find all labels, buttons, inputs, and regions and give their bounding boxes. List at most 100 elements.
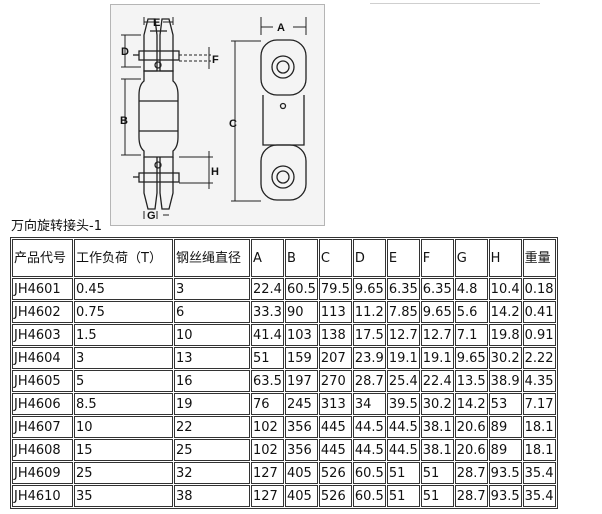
cell-dim-d: 44.5 <box>352 416 386 438</box>
cell-dim-b: 197 <box>284 370 318 392</box>
cell-dim-a: 51 <box>251 347 284 369</box>
cell-dim-c: 526 <box>318 462 352 484</box>
dim-label-e: E <box>153 17 160 29</box>
cell-dim-g: 4.8 <box>454 278 488 300</box>
cell-product-code: JH4609 <box>12 462 73 484</box>
cell-dim-f: 38.1 <box>420 439 454 461</box>
cell-dim-a: 22.4 <box>251 278 284 300</box>
top-divider-line <box>370 0 540 4</box>
cell-dim-a: 76 <box>251 393 284 415</box>
header-dim-f: F <box>420 239 454 277</box>
cell-dim-b: 245 <box>284 393 318 415</box>
header-weight: 重量 <box>522 239 556 277</box>
cell-dim-h: 14.2 <box>488 301 522 323</box>
cell-dim-c: 313 <box>318 393 352 415</box>
header-dim-g: G <box>454 239 488 277</box>
cell-dim-g: 28.7 <box>454 485 488 507</box>
cell-dim-h: 10.4 <box>488 278 522 300</box>
cell-weight: 4.35 <box>522 370 556 392</box>
cell-dim-a: 127 <box>251 462 284 484</box>
cell-dim-d: 23.9 <box>352 347 386 369</box>
cell-working-load: 8.5 <box>74 393 173 415</box>
cell-dim-a: 127 <box>251 485 284 507</box>
cell-dim-e: 7.85 <box>386 301 420 323</box>
cell-dim-e: 51 <box>386 462 420 484</box>
dim-label-b: B <box>120 115 128 127</box>
cell-weight: 18.1 <box>522 416 556 438</box>
cell-wire-rope-diameter: 19 <box>174 393 250 415</box>
cell-product-code: JH4601 <box>12 278 73 300</box>
header-dim-b: B <box>284 239 318 277</box>
cell-dim-e: 25.4 <box>386 370 420 392</box>
dim-label-a: A <box>277 22 285 34</box>
cell-dim-d: 17.5 <box>352 324 386 346</box>
dim-label-f: F <box>212 54 219 66</box>
cell-dim-a: 102 <box>251 439 284 461</box>
cell-product-code: JH4602 <box>12 301 73 323</box>
cell-dim-h: 89 <box>488 416 522 438</box>
cell-dim-c: 445 <box>318 416 352 438</box>
cell-working-load: 5 <box>74 370 173 392</box>
cell-dim-e: 51 <box>386 485 420 507</box>
cell-working-load: 0.45 <box>74 278 173 300</box>
cell-wire-rope-diameter: 32 <box>174 462 250 484</box>
swivel-drawing-svg: E D B F H G A C <box>120 17 307 222</box>
cell-wire-rope-diameter: 22 <box>174 416 250 438</box>
cell-dim-a: 102 <box>251 416 284 438</box>
cell-dim-c: 270 <box>318 370 352 392</box>
cell-dim-f: 51 <box>420 462 454 484</box>
cell-dim-d: 60.5 <box>352 485 386 507</box>
cell-dim-d: 60.5 <box>352 462 386 484</box>
cell-dim-g: 7.1 <box>454 324 488 346</box>
header-dim-c: C <box>318 239 352 277</box>
cell-product-code: JH4608 <box>12 439 73 461</box>
cell-dim-e: 44.5 <box>386 416 420 438</box>
cell-dim-a: 63.5 <box>251 370 284 392</box>
cell-wire-rope-diameter: 38 <box>174 485 250 507</box>
cell-dim-g: 5.6 <box>454 301 488 323</box>
cell-working-load: 35 <box>74 485 173 507</box>
cell-product-code: JH4605 <box>12 370 73 392</box>
header-dim-d: D <box>352 239 386 277</box>
cell-weight: 7.17 <box>522 393 556 415</box>
cell-dim-e: 39.5 <box>386 393 420 415</box>
cell-wire-rope-diameter: 3 <box>174 278 250 300</box>
cell-dim-h: 53 <box>488 393 522 415</box>
cell-dim-d: 9.65 <box>352 278 386 300</box>
cell-dim-c: 445 <box>318 439 352 461</box>
cell-dim-h: 93.5 <box>488 485 522 507</box>
cell-dim-g: 28.7 <box>454 462 488 484</box>
cell-dim-f: 30.2 <box>420 393 454 415</box>
cell-working-load: 15 <box>74 439 173 461</box>
cell-dim-c: 138 <box>318 324 352 346</box>
cell-wire-rope-diameter: 13 <box>174 347 250 369</box>
cell-dim-g: 14.2 <box>454 393 488 415</box>
cell-dim-e: 6.35 <box>386 278 420 300</box>
cell-working-load: 1.5 <box>74 324 173 346</box>
cell-working-load: 0.75 <box>74 301 173 323</box>
cell-dim-e: 44.5 <box>386 439 420 461</box>
cell-dim-b: 405 <box>284 485 318 507</box>
header-dim-h: H <box>488 239 522 277</box>
cell-working-load: 25 <box>74 462 173 484</box>
cell-dim-h: 93.5 <box>488 462 522 484</box>
cell-weight: 0.41 <box>522 301 556 323</box>
cell-dim-b: 90 <box>284 301 318 323</box>
cell-dim-f: 19.1 <box>420 347 454 369</box>
cell-dim-g: 9.65 <box>454 347 488 369</box>
header-wire-rope-diameter: 钢丝绳直径 <box>174 239 250 277</box>
cell-dim-g: 13.5 <box>454 370 488 392</box>
cell-product-code: JH4610 <box>12 485 73 507</box>
cell-dim-h: 38.9 <box>488 370 522 392</box>
cell-dim-h: 19.8 <box>488 324 522 346</box>
cell-dim-g: 20.6 <box>454 416 488 438</box>
dim-label-h: H <box>211 166 219 178</box>
